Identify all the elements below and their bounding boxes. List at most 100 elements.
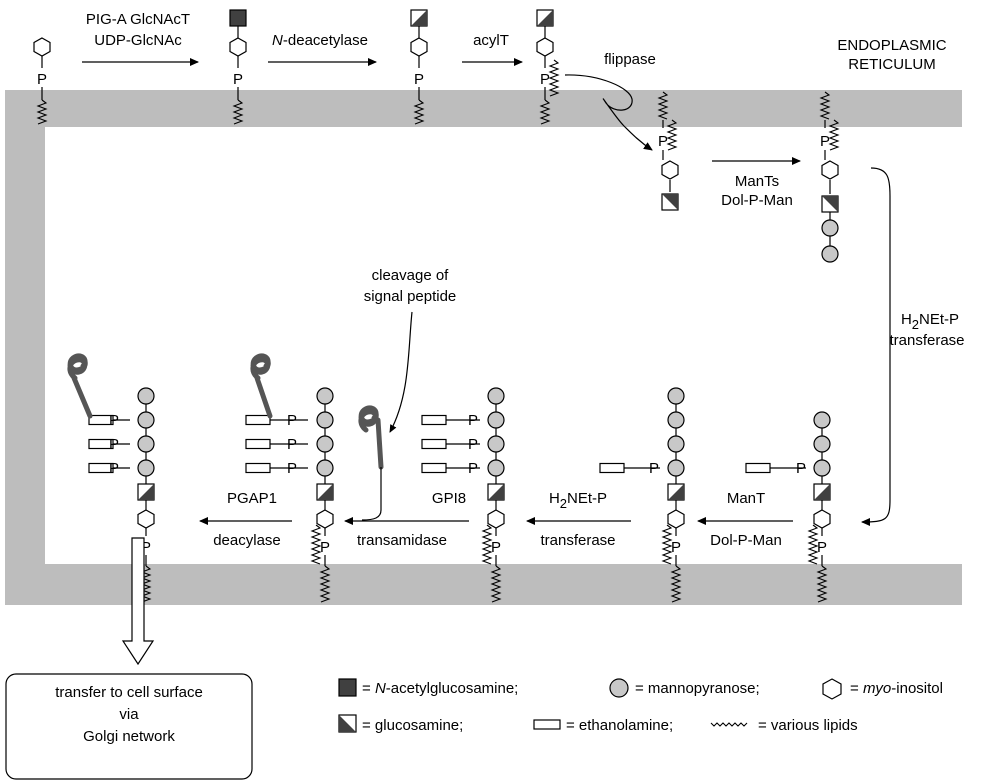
mannose-circle: [813, 435, 831, 453]
lipid-chain: [807, 524, 819, 565]
step4-flippase: flippase: [604, 51, 656, 68]
lipid-chain: [36, 99, 48, 125]
phosphate-label: P: [540, 71, 550, 88]
phosphate-label: P: [817, 539, 827, 556]
mannose-circle: [487, 411, 505, 429]
glucosamine-fill: [138, 484, 154, 500]
exit-line1: transfer to cell surface: [55, 684, 203, 701]
step10-enzyme: PGAP1: [227, 490, 277, 507]
glcnac-square: [229, 9, 247, 27]
glucosamine-fill: [317, 484, 333, 500]
step5-donor: Dol-P-Man: [721, 192, 793, 209]
lipid-chain: [232, 99, 244, 125]
step5-enzyme: ManTs: [735, 173, 779, 190]
legend-glcnac-label: = N-acetylglucosamine;: [362, 680, 518, 697]
protein-stem: [254, 375, 273, 419]
lipid-chain: [490, 565, 502, 603]
lipid-chain: [413, 99, 425, 125]
legend-lipid-label: = various lipids: [758, 717, 858, 734]
golgi-export-arrow: [121, 537, 155, 666]
phosphate-label: P: [414, 71, 424, 88]
step3-enzyme: acylT: [473, 32, 509, 49]
inositol-ring: [661, 160, 679, 180]
step10-activity: deacylase: [213, 532, 281, 549]
mannose-circle: [487, 459, 505, 477]
phosphate-label: P: [109, 460, 119, 477]
legend-lipid-icon: [710, 722, 748, 727]
phosphate-label: P: [820, 133, 830, 150]
ethanolamine-rect: [245, 438, 271, 450]
phosphate-label: P: [233, 71, 243, 88]
legend-inositol-label: = myo-inositol: [850, 680, 943, 697]
phosphate-label: P: [320, 539, 330, 556]
step8-enzyme-2: transferase: [540, 532, 615, 549]
arrow-step6: [861, 167, 891, 526]
cleavage-connector: [361, 467, 382, 521]
mannose-circle: [667, 411, 685, 429]
mannose-circle: [316, 387, 334, 405]
phosphate-label: P: [671, 539, 681, 556]
mannose-circle: [667, 435, 685, 453]
ethanolamine-rect: [599, 462, 625, 474]
legend-mannose-icon: [609, 678, 629, 698]
step9-enzyme: GPI8: [432, 490, 466, 507]
step6-enzyme-1: H2NEt-P: [901, 311, 959, 332]
phosphate-label: P: [468, 460, 478, 477]
phosphate-label: P: [468, 412, 478, 429]
mannose-circle: [137, 411, 155, 429]
glucosamine-fill: [488, 484, 504, 500]
phosphate-label: P: [287, 412, 297, 429]
protein-chain: [250, 353, 271, 381]
ethanolamine-rect: [745, 462, 771, 474]
mannose-circle: [667, 459, 685, 477]
inositol-ring: [410, 37, 428, 57]
ethanolamine-rect: [88, 462, 114, 474]
exit-line2: via: [119, 706, 139, 723]
legend-glcnac-icon: [338, 678, 357, 697]
step7-donor: Dol-P-Man: [710, 532, 782, 549]
glucosamine-fill: [411, 10, 427, 26]
mannose-circle: [821, 245, 839, 263]
mannose-circle: [667, 387, 685, 405]
ethanolamine-rect: [421, 414, 447, 426]
mannose-circle: [316, 435, 334, 453]
inositol-ring: [137, 509, 155, 529]
inositol-ring: [821, 160, 839, 180]
glucosamine-fill: [662, 194, 678, 210]
ethanolamine-rect: [421, 438, 447, 450]
phosphate-label: P: [658, 133, 668, 150]
lipid-chain: [548, 59, 560, 97]
legend-glucosamine-label: = glucosamine;: [362, 717, 463, 734]
ethanolamine-rect: [245, 462, 271, 474]
phosphate-label: P: [287, 460, 297, 477]
mannose-circle: [821, 219, 839, 237]
arrow-flippase: [564, 74, 653, 151]
phosphate-label: P: [468, 436, 478, 453]
phosphate-label: P: [109, 436, 119, 453]
glucosamine-fill: [814, 484, 830, 500]
glucosamine-fill: [668, 484, 684, 500]
mannose-circle: [813, 459, 831, 477]
cleavage-label-1: cleavage of: [372, 267, 450, 284]
lipid-chain: [819, 91, 831, 120]
legend-ethanolamine-label: = ethanolamine;: [566, 717, 673, 734]
mannose-circle: [316, 459, 334, 477]
inositol-ring: [813, 509, 831, 529]
er-label-1: ENDOPLASMIC: [837, 37, 946, 54]
ethanolamine-rect: [421, 462, 447, 474]
ethanolamine-rect: [88, 414, 114, 426]
mannose-circle: [316, 411, 334, 429]
phosphate-label: P: [141, 539, 151, 556]
lipid-chain: [828, 119, 840, 151]
phosphate-label: P: [109, 412, 119, 429]
er-label-2: RETICULUM: [848, 56, 936, 73]
lipid-chain: [666, 119, 678, 151]
protein-chain: [67, 353, 88, 381]
step8-enzyme-1: H2NEt-P: [549, 490, 607, 511]
lipid-chain: [661, 524, 673, 565]
step9-complex: transamidase: [357, 532, 447, 549]
lipid-chain: [670, 565, 682, 603]
legend-mannose-label: = mannopyranose;: [635, 680, 760, 697]
lipid-chain: [319, 565, 331, 603]
